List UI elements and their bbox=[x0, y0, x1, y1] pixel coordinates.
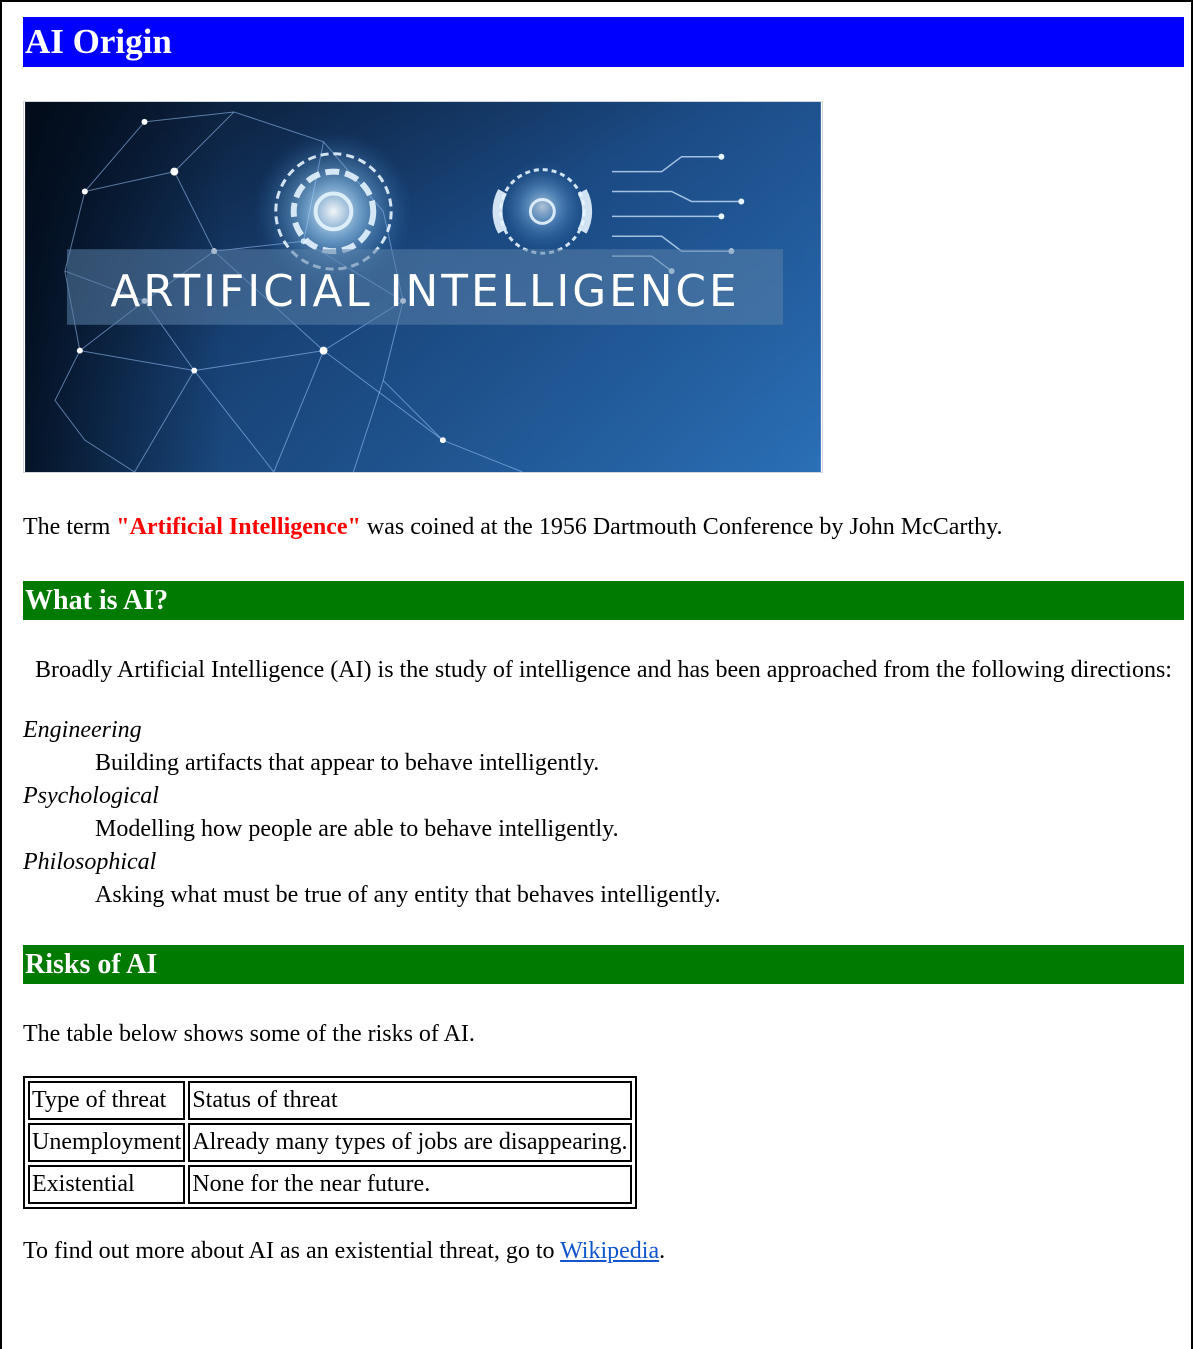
table-cell: None for the near future. bbox=[188, 1165, 632, 1204]
direction-description: Modelling how people are able to behave … bbox=[95, 816, 619, 842]
outro-text-after: . bbox=[659, 1238, 666, 1264]
wikipedia-link[interactable]: Wikipedia bbox=[560, 1238, 660, 1264]
outro-text-before: To find out more about AI as an existent… bbox=[23, 1238, 561, 1264]
section-heading-what-is-ai: What is AI? bbox=[23, 581, 1184, 620]
direction-description: Asking what must be true of any entity t… bbox=[95, 882, 721, 908]
table-header-cell: Status of threat bbox=[188, 1081, 632, 1120]
direction-term: Psychological bbox=[23, 783, 159, 809]
direction-term: Philosophical bbox=[23, 849, 157, 875]
table-row: Existential None for the near future. bbox=[28, 1165, 632, 1204]
direction-description: Building artifacts that appear to behave… bbox=[95, 750, 600, 776]
table-header-cell: Type of threat bbox=[28, 1081, 186, 1120]
table-cell: Unemployment bbox=[28, 1123, 186, 1162]
intro-highlight: "Artificial Intelligence" bbox=[116, 514, 361, 540]
section-heading-risks-of-ai: Risks of AI bbox=[23, 945, 1184, 984]
table-cell: Already many types of jobs are disappear… bbox=[188, 1123, 632, 1162]
intro-text-before: The term bbox=[23, 514, 117, 540]
intro-text-after: was coined at the 1956 Dartmouth Confere… bbox=[360, 514, 1003, 540]
what-is-ai-lead: Broadly Artificial Intelligence (AI) is … bbox=[35, 657, 1172, 683]
page-title: AI Origin bbox=[23, 17, 1184, 67]
intro-paragraph: The term "Artificial Intelligence" was c… bbox=[23, 511, 1184, 544]
table-header-row: Type of threat Status of threat bbox=[28, 1081, 632, 1120]
outro-paragraph: To find out more about AI as an existent… bbox=[23, 1235, 1184, 1268]
direction-term: Engineering bbox=[23, 717, 142, 743]
table-cell: Existential bbox=[28, 1165, 186, 1204]
risks-table: Type of threat Status of threat Unemploy… bbox=[23, 1076, 637, 1209]
hero-caption: ARTIFICIAL INTELLIGENCE bbox=[110, 266, 739, 317]
hero-image: ARTIFICIAL INTELLIGENCE bbox=[23, 101, 823, 473]
directions-list: Engineering Building artifacts that appe… bbox=[23, 714, 1184, 912]
table-row: Unemployment Already many types of jobs … bbox=[28, 1123, 632, 1162]
risks-lead: The table below shows some of the risks … bbox=[23, 1021, 475, 1047]
